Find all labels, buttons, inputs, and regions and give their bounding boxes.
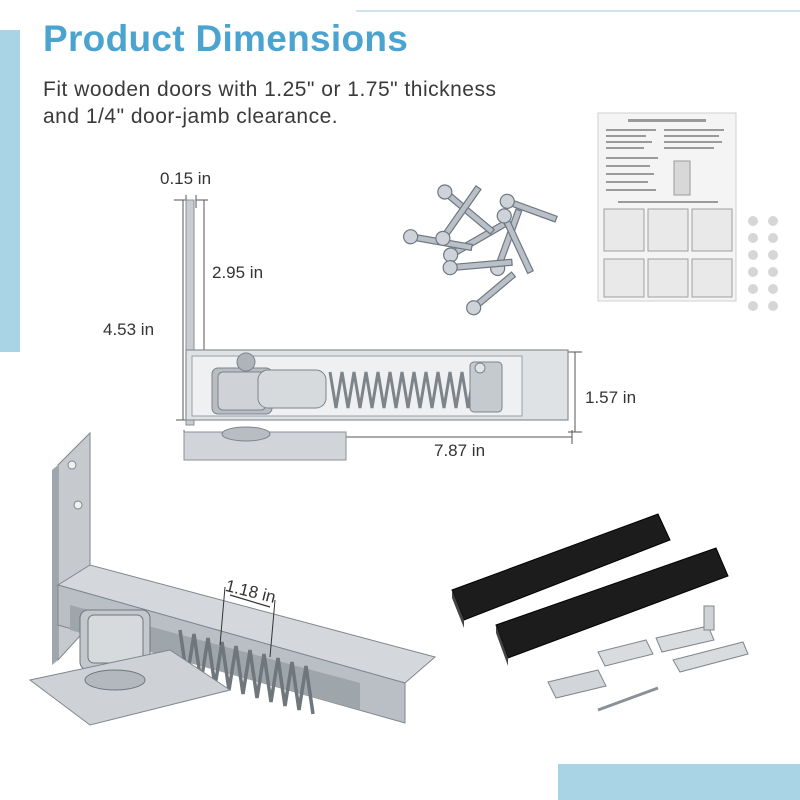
bottom-right-accent-bar: [558, 764, 800, 800]
screws-icon: [403, 184, 558, 316]
page-subtitle: Fit wooden doors with 1.25" or 1.75" thi…: [43, 76, 563, 130]
dot: [768, 216, 778, 226]
instruction-sheet-icon: [597, 112, 737, 302]
dot: [768, 250, 778, 260]
dim-arm-length: 2.95 in: [212, 263, 264, 282]
dot: [748, 233, 758, 243]
dot: [748, 284, 758, 294]
hinge-icon: [28, 431, 437, 726]
subtitle-line-2: and 1/4" door-jamb clearance.: [43, 105, 339, 128]
left-accent-bar: [0, 30, 20, 352]
dim-body-height: 1.57 in: [585, 388, 637, 407]
dot: [768, 284, 778, 294]
dot: [748, 216, 758, 226]
subtitle-line-1: Fit wooden doors with 1.25" or 1.75" thi…: [43, 78, 497, 101]
dot: [748, 301, 758, 311]
dot: [768, 233, 778, 243]
dim-plate-thickness: 0.15 in: [160, 169, 212, 188]
decorative-dots: [748, 216, 778, 311]
dot: [748, 267, 758, 277]
page-title: Product Dimensions: [43, 18, 409, 59]
cover-plate-icon: [451, 513, 749, 712]
top-accent-line: [356, 10, 800, 12]
dim-total-height: 4.53 in: [103, 320, 155, 339]
dim-body-length: 7.87 in: [434, 441, 486, 460]
dot: [768, 267, 778, 277]
dot: [748, 250, 758, 260]
dot: [768, 301, 778, 311]
